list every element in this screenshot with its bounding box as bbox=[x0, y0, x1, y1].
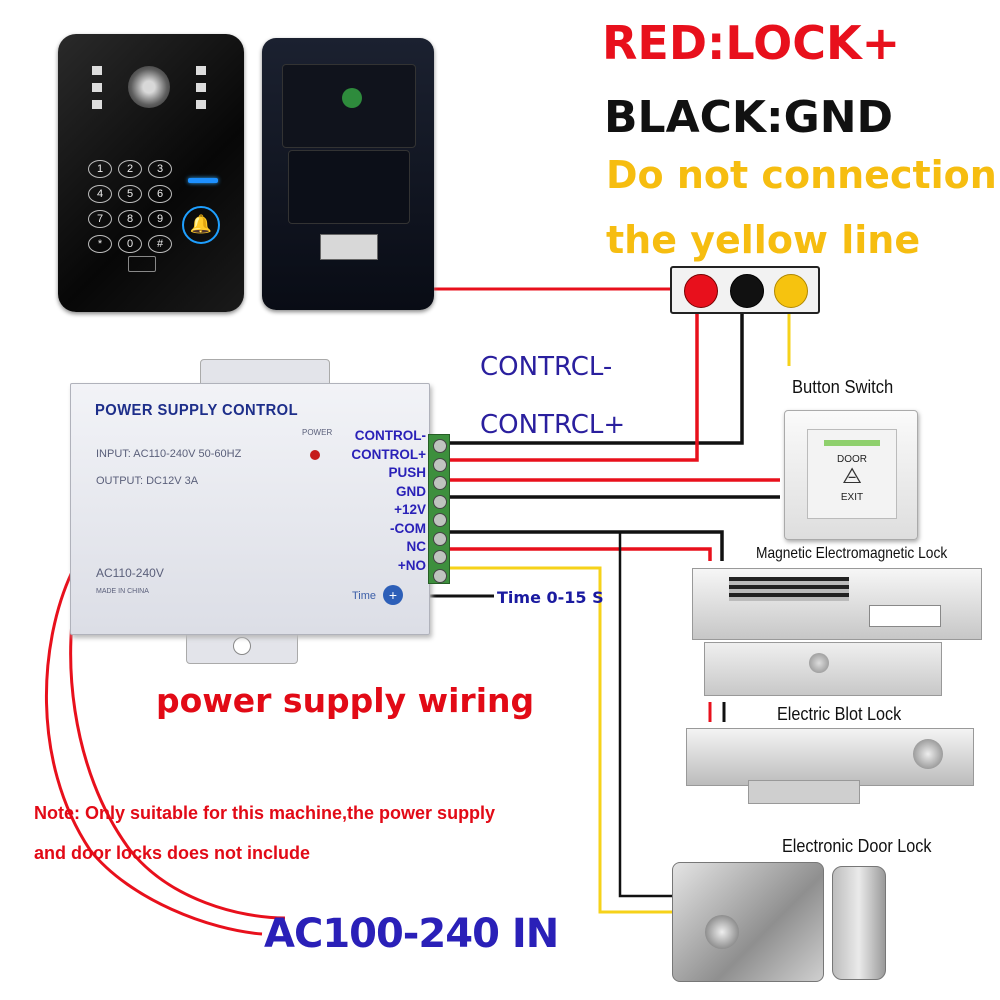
back-battery-cover bbox=[288, 150, 410, 224]
terminal-label: CONTROL+ bbox=[351, 446, 426, 462]
keypad-key: 5 bbox=[118, 185, 142, 203]
terminal-label: +NO bbox=[397, 557, 426, 573]
connector-black-terminal bbox=[730, 274, 764, 308]
terminal-label: GND bbox=[396, 483, 426, 499]
terminal-screw bbox=[433, 439, 447, 453]
psu-ac-label: AC110-240V bbox=[96, 566, 164, 580]
camera-lens bbox=[128, 66, 170, 108]
keypad-key: 4 bbox=[88, 185, 112, 203]
keypad-key: 0 bbox=[118, 235, 142, 253]
keypad-key: 1 bbox=[88, 160, 112, 178]
psu-time-label: Time bbox=[352, 590, 377, 602]
bolt-lock-base bbox=[748, 780, 860, 804]
legend-yellow-line2: the yellow line bbox=[606, 218, 921, 262]
legend-yellow-line1: Do not connection bbox=[606, 153, 997, 197]
time-knob-icon: + bbox=[383, 585, 403, 605]
doorbell-icon: 🔔 bbox=[182, 206, 220, 244]
ir-leds-left bbox=[92, 66, 102, 110]
keypad-key: 7 bbox=[88, 210, 112, 228]
back-sticker bbox=[342, 88, 362, 108]
note-line-1: Note: Only suitable for this machine,the… bbox=[34, 803, 496, 823]
connector-red-terminal bbox=[684, 274, 718, 308]
power-supply-wiring-title: power supply wiring bbox=[156, 681, 535, 720]
control-minus-wire bbox=[440, 295, 744, 445]
psu-made-in: MADE IN CHINA bbox=[96, 588, 149, 595]
keypad-key: 6 bbox=[148, 185, 172, 203]
terminal-label: NC bbox=[406, 539, 427, 554]
psu-input: INPUT: AC110-240V 50-60HZ bbox=[96, 448, 242, 460]
terminal-screw bbox=[433, 457, 447, 472]
electric-bolt-lock-body bbox=[686, 728, 974, 786]
keypad-key: * bbox=[88, 235, 112, 253]
psu-power-label: POWER bbox=[302, 428, 333, 437]
terminal-label: -COM bbox=[390, 520, 426, 536]
ir-leds-right bbox=[196, 66, 206, 110]
psu-title: POWER SUPPLY CONTROL bbox=[95, 402, 299, 419]
green-indicator bbox=[824, 440, 880, 446]
bolt-lock-latch bbox=[913, 739, 943, 769]
terminal-block bbox=[428, 434, 450, 584]
no-wire bbox=[440, 566, 672, 914]
legend-red: RED:LOCK+ bbox=[602, 16, 901, 70]
key-icon: ⨺ bbox=[842, 463, 862, 488]
label-contrcl-plus: CONTRCL+ bbox=[480, 410, 626, 440]
ac-input-label: AC100-240 IN bbox=[264, 911, 559, 957]
ac-input-wire-2 bbox=[69, 575, 286, 920]
electronic-door-lock-body bbox=[672, 862, 824, 982]
button-switch-label: Button Switch bbox=[792, 377, 894, 397]
exit-button-face: DOOR ⨺ EXIT bbox=[807, 429, 897, 519]
terminal-label: +12V bbox=[394, 502, 426, 517]
keypad-key: 8 bbox=[118, 210, 142, 228]
wire-connector bbox=[670, 266, 820, 314]
com-to-door-lock bbox=[618, 532, 672, 898]
mag-lock-sticker bbox=[869, 605, 941, 627]
keypad-key: 3 bbox=[148, 160, 172, 178]
control-plus-wire bbox=[440, 295, 699, 462]
door-lock-label: Electronic Door Lock bbox=[782, 836, 932, 856]
legend-black: BLACK:GND bbox=[604, 92, 894, 143]
armature-plate bbox=[704, 642, 942, 696]
back-connector-port bbox=[320, 234, 378, 260]
status-led bbox=[188, 178, 218, 183]
terminal-screw bbox=[433, 550, 447, 564]
button-door-text: DOOR bbox=[837, 454, 867, 465]
mag-lock-label: Magnetic Electromagnetic Lock bbox=[756, 545, 948, 562]
armature-bolt bbox=[809, 653, 829, 673]
power-led bbox=[310, 450, 320, 460]
connector-yellow-terminal bbox=[774, 274, 808, 308]
terminal-screw bbox=[433, 513, 447, 527]
time-range-label: Time 0-15 S bbox=[497, 588, 604, 607]
terminal-screw bbox=[433, 476, 447, 490]
mount-hole bbox=[233, 637, 251, 655]
mag-lock-coils bbox=[729, 577, 849, 601]
terminal-label: CONTROL- bbox=[354, 428, 426, 443]
keypad-key: 9 bbox=[148, 210, 172, 228]
terminal-screw bbox=[433, 531, 447, 546]
ac-input-wire-1 bbox=[45, 571, 263, 936]
keypad-key: # bbox=[148, 235, 172, 253]
magnetic-lock-body bbox=[692, 568, 982, 640]
terminal-screw bbox=[433, 494, 447, 509]
exit-button-plate: DOOR ⨺ EXIT bbox=[784, 410, 918, 540]
terminal-label: PUSH bbox=[388, 465, 426, 480]
door-lock-cylinder bbox=[705, 915, 739, 949]
terminal-screw bbox=[433, 568, 447, 583]
nc-wire bbox=[440, 547, 712, 561]
psu-output: OUTPUT: DC12V 3A bbox=[96, 475, 199, 487]
keypad-key: 2 bbox=[118, 160, 142, 178]
com-wire bbox=[440, 530, 724, 561]
power-supply-box bbox=[70, 383, 430, 635]
card-reader-icon bbox=[128, 256, 156, 272]
door-lock-keeper bbox=[832, 866, 886, 980]
bolt-lock-label: Electric Blot Lock bbox=[777, 704, 902, 724]
keypad-back-panel bbox=[262, 38, 434, 310]
button-exit-text: EXIT bbox=[840, 492, 864, 503]
note-line-2: and door locks does not include bbox=[34, 843, 311, 863]
label-contrcl-minus: CONTRCL- bbox=[480, 352, 613, 382]
